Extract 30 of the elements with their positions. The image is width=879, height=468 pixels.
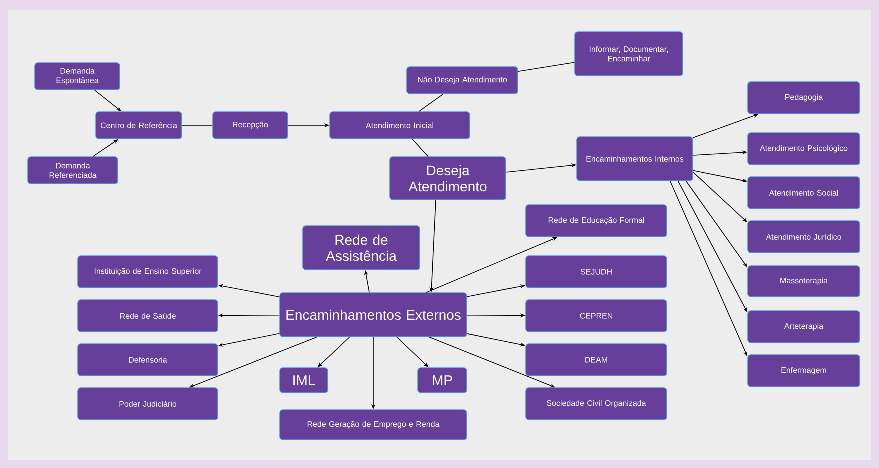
process-box: Demanda Espontânea bbox=[34, 62, 120, 90]
process-box: Deseja Atendimento bbox=[390, 156, 506, 200]
process-box: Informar, Documentar, Encaminhar bbox=[574, 32, 684, 76]
process-box: Rede de Assistência bbox=[302, 226, 420, 270]
process-box: Encaminhamentos Internos bbox=[576, 136, 694, 182]
process-box: MP bbox=[418, 368, 468, 394]
process-box: Atendimento Social bbox=[748, 176, 860, 210]
process-box: Rede de Saúde bbox=[78, 300, 218, 332]
process-box: Poder Judiciário bbox=[78, 388, 218, 420]
process-box: CEPREN bbox=[526, 300, 668, 332]
process-box: Demanda Referenciada bbox=[28, 156, 118, 184]
process-box: Encaminhamentos Externos bbox=[280, 292, 468, 338]
process-box: Sociedade Civil Organizada bbox=[526, 388, 668, 420]
process-box: Massoterapia bbox=[748, 266, 860, 298]
process-box: Defensoria bbox=[78, 344, 218, 376]
process-box: Pedagogia bbox=[748, 82, 860, 114]
process-box: Atendimento Psicológico bbox=[748, 132, 860, 166]
process-box: Arteterapia bbox=[748, 310, 860, 344]
process-box: Não Deseja Atendimento bbox=[406, 66, 518, 94]
process-box: SEJUDH bbox=[526, 256, 668, 288]
process-box: Recepção bbox=[212, 112, 288, 140]
process-box: Rede Geração de Emprego e Renda bbox=[280, 410, 468, 440]
process-box: Atendimento Inicial bbox=[330, 112, 470, 140]
process-box: Instituição de Ensino Superior bbox=[78, 256, 218, 288]
process-box: DEAM bbox=[526, 344, 668, 376]
process-box: IML bbox=[280, 368, 328, 394]
process-box: Enfermagem bbox=[748, 354, 860, 388]
process-box: Rede de Educação Formal bbox=[526, 204, 668, 238]
process-box: Atendimento Jurídico bbox=[748, 220, 860, 254]
process-box: Centro de Referência bbox=[96, 112, 182, 140]
